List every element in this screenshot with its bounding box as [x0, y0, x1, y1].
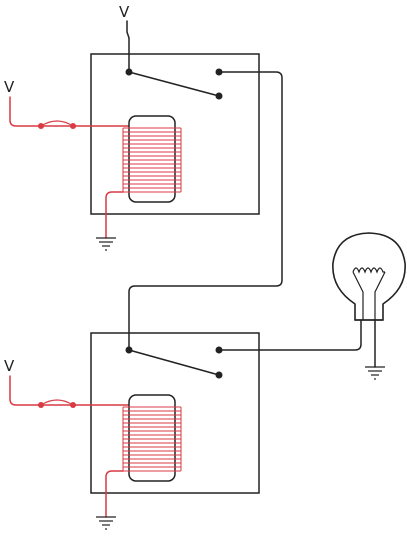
coil-icon: [122, 115, 182, 203]
coil-icon: [122, 394, 182, 482]
light-bulb-icon: [332, 232, 406, 321]
ground-icon: [96, 237, 116, 251]
bulb-feed-wire: [218, 317, 362, 351]
switch-contact-icon: [125, 346, 223, 379]
top-relay-control-wire: [9, 96, 130, 127]
relay-link-wire: [128, 71, 283, 351]
top-relay-ground-wire: [105, 191, 124, 239]
top-relay-supply-label: V: [119, 3, 130, 21]
bottom-relay: V: [4, 317, 362, 530]
top-relay: V V: [4, 3, 283, 351]
top-relay-supply-wire: [126, 20, 130, 73]
ground-icon: [96, 516, 116, 530]
bottom-relay-coil-label: V: [4, 357, 15, 375]
ground-icon: [365, 366, 385, 380]
top-relay-coil-label: V: [4, 78, 15, 96]
top-relay-housing: [90, 53, 260, 215]
bottom-relay-housing: [90, 332, 260, 494]
switch-contact-icon: [125, 68, 223, 100]
bottom-relay-control-wire: [9, 375, 130, 406]
bottom-relay-ground-wire: [105, 470, 124, 518]
